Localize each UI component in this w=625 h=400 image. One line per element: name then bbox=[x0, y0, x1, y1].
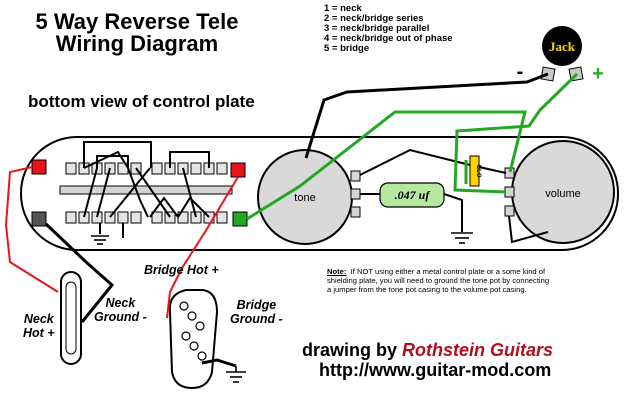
switch-lugs-bottom bbox=[65, 211, 228, 224]
jack-minus-sign: - bbox=[517, 61, 524, 83]
bridge-hot-terminal bbox=[230, 162, 246, 178]
note-text-1: If NOT using either a metal control plat… bbox=[350, 267, 546, 276]
jack-plus-sign: + bbox=[592, 63, 604, 85]
tone-pot-label: tone bbox=[294, 192, 315, 204]
position-3: 3 = neck/bridge parallel bbox=[324, 23, 430, 34]
bridge-ground-symbol bbox=[226, 366, 246, 383]
position-4: 4 = neck/bridge out of phase bbox=[324, 33, 453, 44]
bridge-ground-label-line-2: Ground - bbox=[230, 312, 283, 326]
switch-jumpers bbox=[83, 141, 210, 238]
jack-ground-wire bbox=[304, 72, 549, 159]
hot-wires bbox=[4, 166, 239, 319]
resistor bbox=[469, 155, 480, 187]
output-wires bbox=[246, 72, 579, 221]
jack-label: Jack bbox=[549, 39, 576, 54]
note-line-2: shielding plate, you will need to ground… bbox=[327, 276, 550, 285]
tone-pot-lugs bbox=[350, 170, 361, 218]
shielding-note: Note: If NOT using either a metal contro… bbox=[327, 267, 549, 294]
neck-ground-terminal bbox=[31, 211, 47, 227]
volume-pot-label: volume bbox=[545, 188, 580, 200]
position-1: 1 = neck bbox=[324, 3, 362, 14]
title-line-2: Wiring Diagram bbox=[55, 31, 219, 56]
switch-position-legend: 1 = neck 2 = neck/bridge series 3 = neck… bbox=[324, 4, 453, 54]
neck-ground-label: Neck Ground - bbox=[94, 296, 147, 324]
tone-volume-wire bbox=[359, 148, 507, 176]
title-line-1: 5 Way Reverse Tele bbox=[35, 9, 239, 34]
switch bbox=[59, 141, 233, 245]
credit-brand: Rothstein Guitars bbox=[402, 340, 554, 360]
neck-ground-label-line-2: Ground - bbox=[94, 310, 147, 324]
capacitor-ground-symbol bbox=[451, 232, 473, 244]
switch-rail bbox=[59, 185, 233, 195]
bridge-ground-label-line-1: Bridge bbox=[236, 298, 277, 312]
jack bbox=[542, 26, 582, 66]
credit-url[interactable]: http://www.guitar-mod.com bbox=[319, 360, 552, 380]
bridge-ground-label: Bridge Ground - bbox=[230, 298, 283, 326]
neck-hot-label-line-2: Hot + bbox=[23, 326, 55, 340]
position-5: 5 = bridge bbox=[324, 43, 370, 54]
neck-pickup bbox=[60, 271, 82, 365]
volume-pot-lugs bbox=[504, 167, 515, 217]
note-line-1: Note: If NOT using either a metal contro… bbox=[327, 267, 549, 276]
credit: drawing by Rothstein Guitars http://www.… bbox=[302, 340, 553, 380]
neck-ground-label-line-1: Neck bbox=[105, 296, 136, 310]
note-line-3: a jumper from the tone pot casing to the… bbox=[327, 285, 527, 294]
neck-hot-terminal bbox=[31, 159, 47, 175]
output-terminal bbox=[232, 211, 248, 227]
view-label: bottom view of control plate bbox=[28, 92, 255, 111]
diagram-title: 5 Way Reverse Tele Wiring Diagram bbox=[12, 11, 262, 55]
note-key: Note: bbox=[327, 267, 347, 276]
credit-line: drawing by Rothstein Guitars bbox=[302, 340, 553, 360]
neck-hot-label-line-1: Neck bbox=[23, 312, 54, 326]
capacitor-label: .047 uf bbox=[395, 188, 431, 202]
bridge-pickup bbox=[168, 289, 219, 390]
position-2: 2 = neck/bridge series bbox=[324, 13, 424, 24]
volume-ground-jumper bbox=[508, 215, 549, 244]
bridge-hot-label: Bridge Hot + bbox=[144, 263, 219, 277]
neck-hot-label: Neck Hot + bbox=[23, 312, 55, 340]
resistor-label: GLO bbox=[475, 165, 481, 178]
switch-ground-symbol bbox=[91, 235, 109, 245]
ground-wires bbox=[44, 222, 237, 368]
credit-prefix: drawing by bbox=[302, 340, 403, 360]
